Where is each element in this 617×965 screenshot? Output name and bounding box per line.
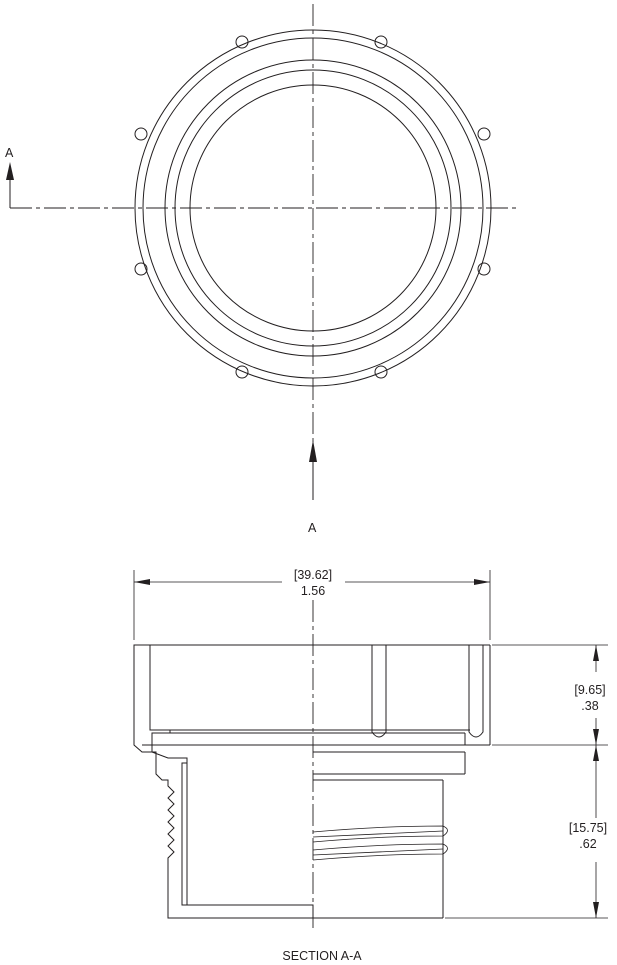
cap-height-metric: [9.65]: [574, 683, 605, 697]
cap-height-dimension: [9.65] .38: [492, 644, 608, 746]
section-outline: [134, 644, 491, 919]
overall-diameter-dimension: [39.62] 1.56: [133, 568, 491, 640]
left-wall-section: [133, 644, 314, 919]
neck-height-dimension: [15.75] .62: [445, 745, 608, 919]
overall-diameter-imperial: 1.56: [301, 584, 325, 598]
section-title: SECTION A-A: [282, 949, 362, 963]
section-arrow-left: A: [5, 146, 14, 208]
section-arrow-bottom: A: [308, 440, 317, 535]
overall-diameter-metric: [39.62]: [294, 568, 332, 582]
grip-ribs: [371, 645, 484, 738]
grip-bumps: [134, 35, 491, 379]
neck-height-metric: [15.75]: [569, 821, 607, 835]
neck-height-imperial: .62: [579, 837, 596, 851]
top-view: A A: [5, 4, 520, 535]
threads: [312, 825, 448, 861]
section-marker-bottom-label: A: [308, 521, 317, 535]
section-view: [39.62] 1.56: [133, 568, 608, 963]
cap-height-imperial: .38: [581, 699, 598, 713]
section-marker-left-label: A: [5, 146, 14, 160]
